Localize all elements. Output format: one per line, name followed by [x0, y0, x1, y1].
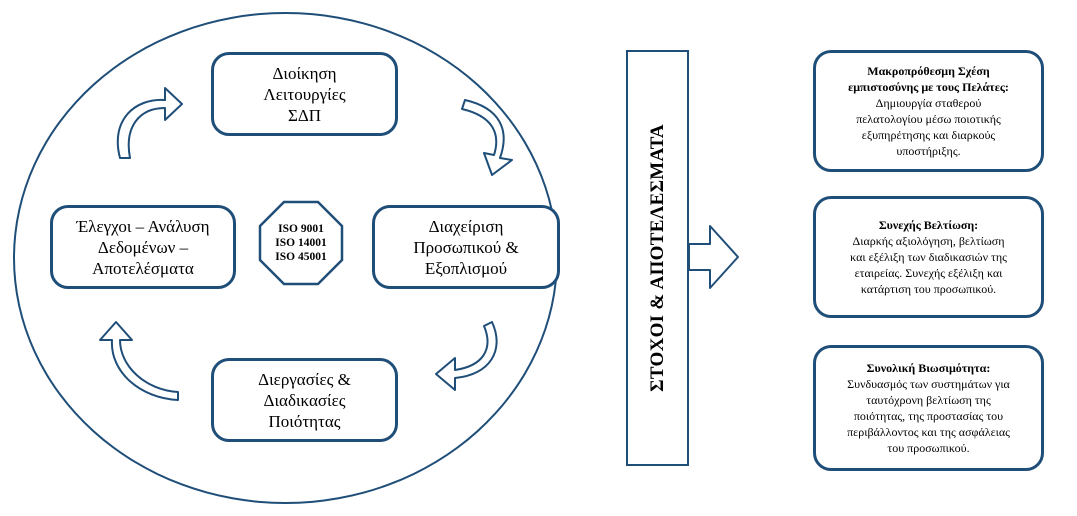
outcome-2-body-line-1: Διαρκής αξιολόγηση, βελτίωση: [852, 234, 1005, 248]
node-top-line-1: Διοίκηση: [272, 63, 337, 83]
outcome-1-body-line-4: υποστήριξης.: [896, 144, 961, 158]
node-top-line-2: Λειτουργίες: [263, 84, 346, 104]
outcome-2-body-line-2: και εξέλιξη των διαδικασιών της: [850, 250, 1007, 264]
octagon-shape: [258, 200, 344, 286]
node-right-line-3: Εξοπλισμού: [424, 258, 508, 278]
goals-label: ΣΤΟΧΟΙ & ΑΠΟΤΕΛΕΣΜΑΤΑ: [646, 124, 668, 392]
cycle-arrow-bottom-to-left: [99, 321, 179, 401]
outcome-2-body-line-4: κατάρτιση του προσωπικού.: [860, 282, 997, 296]
outcome-2-body-line-3: εταιρείας. Συνεχής εξέλιξη και: [854, 266, 1003, 280]
outcome-3-body-line-3: ποιότητας, της προστασίας του: [853, 409, 1004, 423]
outcome-3-body-line-2: ταυτόχρονη βελτίωση της: [866, 393, 991, 407]
outcome-1-body-line-1: Δημιουργία σταθερού: [875, 96, 982, 110]
node-top-management: Διοίκηση Λειτουργίες ΣΔΠ: [211, 52, 398, 136]
outcome-2-title: Συνεχής Βελτίωση:: [878, 218, 979, 232]
cycle-arrow-right-to-bottom: [435, 321, 498, 391]
node-bottom-line-1: Διεργασίες &: [258, 369, 351, 389]
outcome-3-body-line-4: περιβάλλοντος και της ασφάλειας: [847, 425, 1010, 439]
node-left-line-1: Έλεγχοι – Ανάλυση: [76, 216, 210, 236]
outcome-1-title-line-1: Μακροπρόθεσμη Σχέση: [867, 64, 990, 78]
outcome-1-body-line-3: εξυπηρέτησης και διαρκούς: [861, 128, 996, 142]
outcome-3-body-line-5: του προσωπικού.: [887, 441, 970, 455]
node-top-line-3: ΣΔΠ: [287, 105, 322, 125]
iso-14001: ISO 14001: [275, 237, 327, 249]
node-right-resources: Διαχείριση Προσωπικού & Εξοπλισμού: [372, 205, 560, 289]
node-bottom-line-3: Ποιότητας: [268, 411, 341, 431]
node-left-line-2: Δεδομένων –: [97, 237, 189, 257]
node-right-line-1: Διαχείριση: [428, 216, 504, 236]
goals-bar: ΣΤΟΧΟΙ & ΑΠΟΤΕΛΕΣΜΑΤΑ: [626, 50, 689, 466]
node-bottom-processes: Διεργασίες & Διαδικασίες Ποιότητας: [211, 358, 398, 442]
outcome-1-title-line-2: εμπιστοσύνης με τους Πελάτες:: [848, 80, 1009, 94]
outcome-sustainability: Συνολική Βιωσιμότητα: Συνδυασμός των συσ…: [813, 345, 1044, 471]
node-right-line-2: Προσωπικού &: [413, 237, 519, 257]
cycle-arrow-top-to-right: [461, 99, 513, 176]
node-left-controls: Έλεγχοι – Ανάλυση Δεδομένων – Αποτελέσμα…: [50, 205, 236, 289]
outcome-continuous-improvement: Συνεχής Βελτίωση: Διαρκής αξιολόγηση, βε…: [813, 196, 1044, 318]
iso-standards-octagon: ISO 9001 ISO 14001 ISO 45001: [258, 200, 344, 286]
outcome-customer-trust: Μακροπρόθεσμη Σχέση εμπιστοσύνης με τους…: [813, 50, 1044, 172]
iso-9001: ISO 9001: [278, 223, 324, 235]
iso-45001: ISO 45001: [275, 251, 327, 263]
goals-arrow: [688, 225, 739, 289]
cycle-arrow-left-to-top: [116, 87, 183, 159]
node-left-line-3: Αποτελέσματα: [92, 258, 194, 278]
node-bottom-line-2: Διαδικασίες: [263, 390, 346, 410]
outcome-3-body-line-1: Συνδυασμός των συστημάτων για: [847, 377, 1010, 391]
outcome-3-title: Συνολική Βιωσιμότητα:: [866, 361, 991, 375]
outcome-1-body-line-2: πελατολογίου μέσω ποιοτικής: [856, 112, 1001, 126]
